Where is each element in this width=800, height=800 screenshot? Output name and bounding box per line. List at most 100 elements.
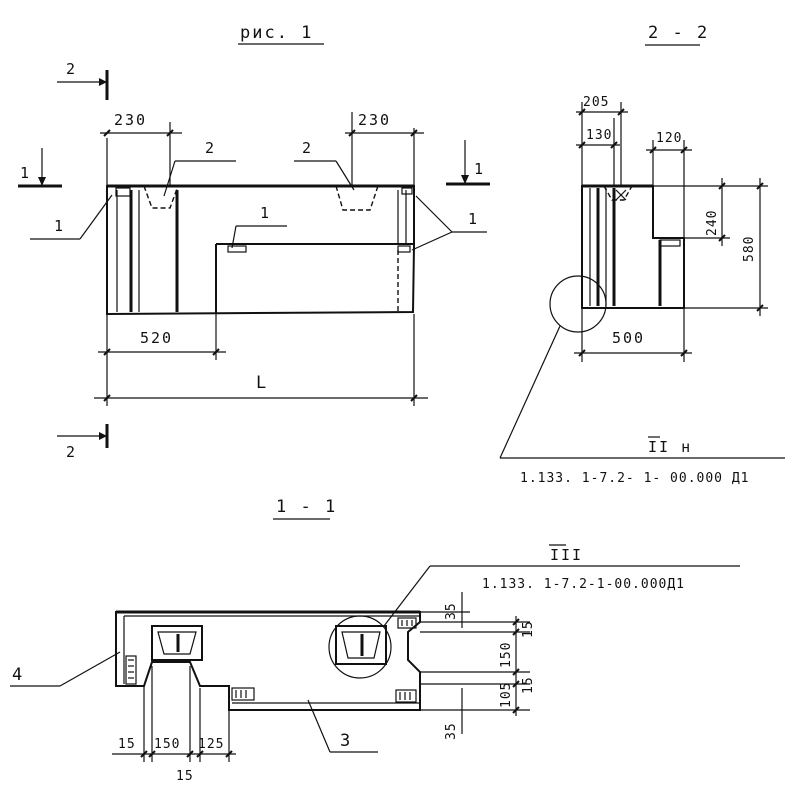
- dim-tick: [103, 129, 111, 137]
- dim-230-left: 230: [114, 111, 147, 129]
- callout-3: 3: [340, 731, 352, 751]
- callout-1-left-leader: [79, 194, 113, 240]
- dim-150-v: 150: [499, 642, 514, 668]
- callout-3-leader: [307, 699, 331, 753]
- dim-500: 500: [612, 329, 645, 347]
- callout-2-left: 2: [205, 139, 216, 157]
- cut-arrow-1-right: [461, 175, 469, 184]
- section-2-2-view: 205 130 120 240 580 500 II н: [499, 95, 785, 486]
- s11-loop-left-inner: [157, 631, 197, 655]
- dim-15-left: 15: [118, 737, 136, 752]
- dim-tick: [512, 680, 520, 688]
- cut-arrow-top: [99, 78, 107, 86]
- detail-circle-II: [549, 275, 607, 333]
- dim-15-a: 15: [521, 620, 536, 638]
- dim-230-right: 230: [358, 111, 391, 129]
- dim-tick: [512, 618, 520, 626]
- s22-lifting-loop: [603, 185, 633, 201]
- callout-1-mid: 1: [260, 204, 271, 222]
- plan-anchor-mid: [227, 245, 247, 253]
- callout-2-right: 2: [302, 139, 313, 157]
- detail-III-leader: [383, 565, 431, 627]
- dim-tick: [578, 108, 586, 116]
- s11-anchor-top-right: [397, 617, 417, 629]
- callout-4-leader: [59, 651, 121, 687]
- plan-anchor-left: [115, 187, 131, 197]
- dim-tick: [610, 141, 618, 149]
- section-1-1-view: III 1.133. 1-7.2-1-00.000Д1 35 15 150 15…: [10, 544, 740, 784]
- dim-tick: [578, 141, 586, 149]
- dim-tick: [225, 750, 233, 758]
- callout-1-mid-leader: [231, 225, 237, 249]
- plan-lifting-loop-right: [335, 185, 379, 211]
- callout-4: 4: [12, 665, 24, 685]
- callout-2-right-leader: [335, 160, 355, 191]
- dim-tick: [718, 234, 726, 242]
- dim-tick: [512, 706, 520, 714]
- s11-loop-box-left: [151, 625, 203, 661]
- dim-tick: [512, 628, 520, 636]
- dim-tick: [410, 129, 418, 137]
- dim-35-bottom: 35: [444, 722, 459, 740]
- cut-label-2-bottom: 2: [66, 443, 77, 461]
- plan-view: 2 2 1 1: [18, 60, 490, 461]
- dim-240: 240: [705, 210, 720, 236]
- dim-tick: [756, 304, 764, 312]
- detail-III-mark: III: [550, 546, 583, 564]
- figure-title: рис. 1: [240, 23, 313, 43]
- dim-L: L: [256, 373, 268, 393]
- dim-120: 120: [656, 131, 682, 146]
- dim-tick: [148, 750, 156, 758]
- dim-580: 580: [742, 236, 757, 262]
- plan-anchor-right-top: [401, 187, 413, 195]
- s22-loop-cross-b: [615, 189, 627, 201]
- dim-tick: [140, 750, 148, 758]
- dim-130: 130: [586, 128, 612, 143]
- section-2-2-title: 2 - 2: [648, 23, 709, 43]
- dim-520: 520: [140, 329, 173, 347]
- s11-anchor-bottom-left: [231, 687, 255, 701]
- callout-2-left-leader: [163, 160, 176, 197]
- dim-15-b: 15: [521, 676, 536, 694]
- detail-circle-III: [328, 615, 392, 679]
- dim-tick: [680, 349, 688, 357]
- dim-tick: [680, 146, 688, 154]
- dim-tick: [410, 394, 418, 402]
- detail-II-leader: [499, 325, 561, 459]
- callout-1-right-leader-b: [411, 231, 453, 251]
- dim-35-top: 35: [444, 602, 459, 620]
- dim-tick: [212, 348, 220, 356]
- dim-tick: [512, 668, 520, 676]
- dim-tick: [718, 182, 726, 190]
- s11-left-anchor: [125, 655, 137, 685]
- plan-lifting-loop-left: [143, 185, 179, 209]
- cut-arrow-1-left: [38, 177, 46, 186]
- s11-anchor-bottom-right: [395, 689, 417, 703]
- dim-205: 205: [583, 95, 609, 110]
- cut-arrow-bottom: [99, 432, 107, 440]
- dim-tick: [103, 394, 111, 402]
- dim-tick: [348, 129, 356, 137]
- dim-tick: [186, 750, 194, 758]
- s22-step-anchor: [659, 239, 681, 247]
- detail-II-ref: 1.133. 1-7.2- 1- 00.000 Д1: [520, 471, 750, 486]
- dim-tick: [166, 129, 174, 137]
- s11-loop-right-inner: [341, 631, 381, 659]
- dim-105: 105: [499, 682, 514, 708]
- plan-anchor-right-low: [397, 245, 411, 253]
- detail-III-ref: 1.133. 1-7.2-1-00.000Д1: [482, 577, 685, 592]
- section-1-1-title: 1 - 1: [276, 497, 337, 517]
- cut-label-1-right: 1: [474, 160, 485, 178]
- s11-loop-box-right: [335, 625, 387, 665]
- dim-15-under: 15: [176, 769, 194, 784]
- dim-150-h: 150: [154, 737, 180, 752]
- callout-1-right-leader-a: [415, 195, 453, 233]
- dim-tick: [649, 146, 657, 154]
- detail-II-mark: II н: [648, 438, 692, 456]
- dim-tick: [756, 182, 764, 190]
- dim-tick: [617, 108, 625, 116]
- callout-1-right: 1: [468, 210, 479, 228]
- dim-tick: [578, 349, 586, 357]
- callout-1-left: 1: [54, 217, 65, 235]
